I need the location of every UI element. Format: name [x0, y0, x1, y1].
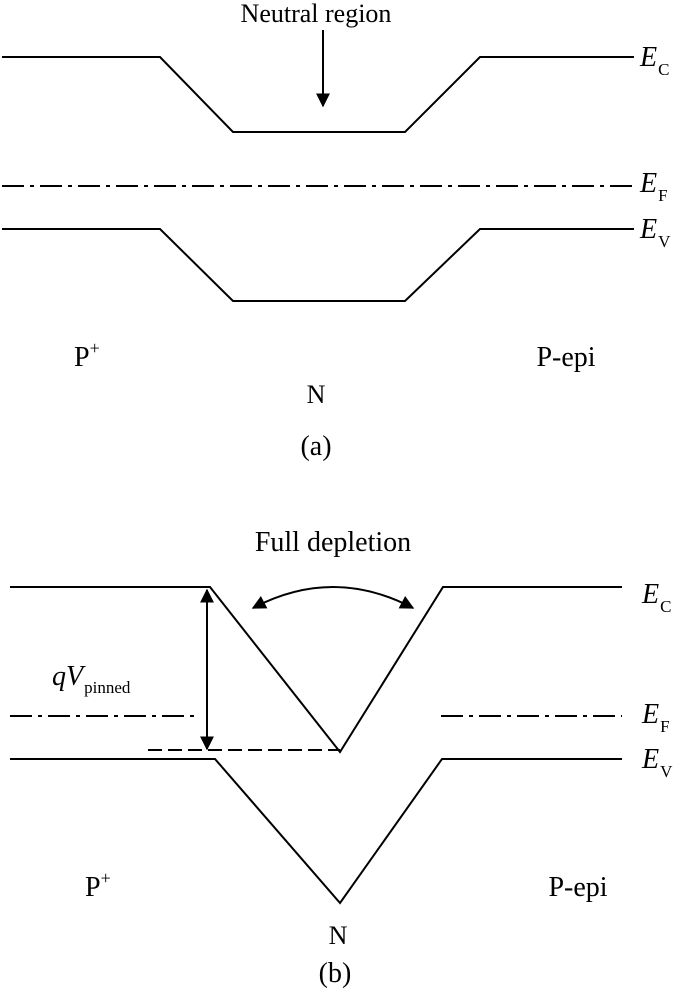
neutral-region-label: Neutral region	[241, 0, 392, 28]
conduction-band-a	[2, 56, 634, 133]
caption-a: (a)	[300, 431, 331, 462]
ev-label-a: EV	[639, 214, 671, 251]
ec-label-a: EC	[639, 42, 669, 79]
panel-a: Neutral region EC EF EV P+ N P-epi (a)	[2, 0, 671, 462]
valence-band-a	[2, 228, 634, 302]
caption-b: (b)	[319, 958, 352, 989]
full-depletion-arrow	[251, 586, 415, 609]
p-plus-label-b: P+	[85, 868, 111, 903]
ec-label-b: EC	[641, 579, 671, 616]
n-label-a: N	[307, 380, 326, 409]
panel-b: Full depletion qVpinned EC EF EV P+ N P-…	[10, 527, 673, 989]
valence-band-b	[10, 758, 622, 905]
p-plus-label-a: P+	[74, 338, 100, 373]
ef-label-a: EF	[639, 168, 668, 205]
p-epi-label-b: P-epi	[548, 872, 607, 903]
full-depletion-label: Full depletion	[255, 527, 411, 558]
qv-pinned-label: qVpinned	[52, 661, 131, 697]
n-label-b: N	[329, 921, 348, 950]
p-epi-label-a: P-epi	[536, 342, 595, 373]
conduction-band-b	[10, 586, 622, 754]
ef-label-b: EF	[641, 699, 670, 736]
ev-label-b: EV	[641, 744, 673, 781]
